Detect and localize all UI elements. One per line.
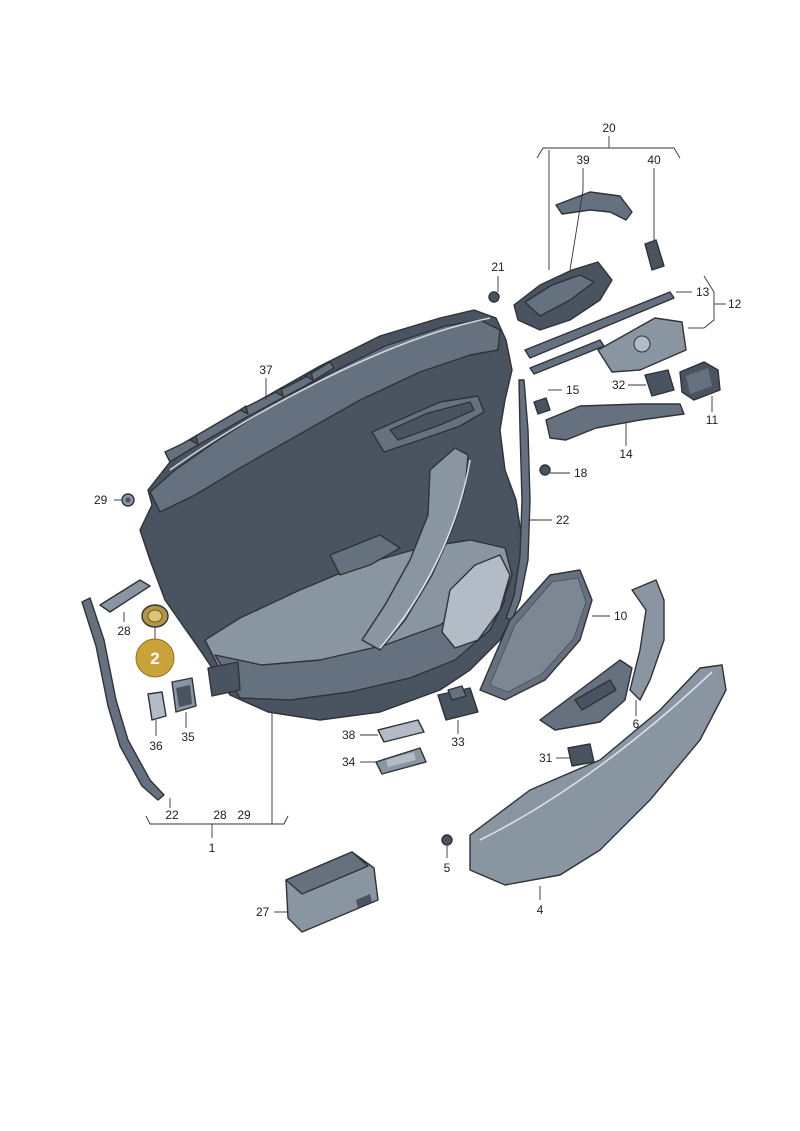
switch-35[interactable] <box>171 677 197 713</box>
clip-15[interactable] <box>533 397 551 415</box>
callout-6: 6 <box>633 717 640 731</box>
callout-40: 40 <box>647 153 661 167</box>
pillar-trim-6[interactable] <box>539 579 665 731</box>
callout-14: 14 <box>619 447 633 461</box>
callout-28-small: 28 <box>117 624 131 638</box>
callout-28-group: 28 <box>213 808 227 822</box>
callout-22-right: 22 <box>556 513 570 527</box>
bracket-20[interactable] <box>513 261 613 331</box>
screw-18[interactable] <box>539 464 551 476</box>
clip-40[interactable] <box>644 239 665 271</box>
speaker-grille[interactable] <box>479 569 593 701</box>
clip-29[interactable] <box>121 493 135 507</box>
switch-32[interactable] <box>644 369 675 397</box>
badge-label: 2 <box>150 649 159 668</box>
callout-22-bottom: 22 <box>165 808 179 822</box>
callout-27: 27 <box>256 905 270 919</box>
callout-39: 39 <box>576 153 590 167</box>
callout-11: 11 <box>706 413 719 427</box>
callout-12: 12 <box>728 297 742 311</box>
callout-1: 1 <box>209 841 216 855</box>
callout-13: 13 <box>696 285 710 299</box>
switch-33[interactable] <box>437 685 479 721</box>
screw-5[interactable] <box>441 834 453 846</box>
lamp-38[interactable] <box>377 719 425 743</box>
control-module-27[interactable] <box>285 851 379 933</box>
lamp-34[interactable] <box>375 747 427 775</box>
callout-32: 32 <box>612 378 626 392</box>
seal-strip-left[interactable] <box>81 597 165 801</box>
callout-38: 38 <box>342 728 356 742</box>
callout-37: 37 <box>259 363 273 377</box>
window-seal-strip[interactable] <box>164 361 335 463</box>
part-2-clip[interactable] <box>141 604 169 628</box>
callout-33: 33 <box>451 735 465 749</box>
callout-29-group: 29 <box>237 808 251 822</box>
callout-18: 18 <box>574 466 588 480</box>
leader-lines <box>114 136 726 913</box>
grab-handle-39[interactable] <box>555 191 633 221</box>
callout-31: 31 <box>539 751 553 765</box>
callout-36: 36 <box>149 739 163 753</box>
callout-10: 10 <box>614 609 628 623</box>
callout-4: 4 <box>537 903 544 917</box>
callout-34: 34 <box>342 755 356 769</box>
trim-strip-13[interactable] <box>524 291 675 375</box>
callout-15: 15 <box>566 383 580 397</box>
trim-piece-28[interactable] <box>99 579 151 613</box>
upper-trim-14[interactable] <box>545 403 685 441</box>
cap-36[interactable] <box>147 691 167 721</box>
armrest-trim-4[interactable] <box>469 664 727 886</box>
callout-35: 35 <box>181 730 195 744</box>
callout-20: 20 <box>602 121 616 135</box>
callout-5: 5 <box>444 861 451 875</box>
callout-labels: 20 39 40 21 13 12 32 11 15 14 18 22 29 3… <box>94 121 742 919</box>
callout-21: 21 <box>491 260 505 274</box>
highlight-badge-2[interactable]: 2 <box>135 638 175 678</box>
trim-insert-12[interactable] <box>597 317 687 373</box>
door-trim-panel[interactable] <box>139 309 523 721</box>
switch-31[interactable] <box>567 743 595 767</box>
callout-29-left: 29 <box>94 493 108 507</box>
vent-11[interactable] <box>679 361 721 401</box>
screw-21[interactable] <box>488 291 500 303</box>
